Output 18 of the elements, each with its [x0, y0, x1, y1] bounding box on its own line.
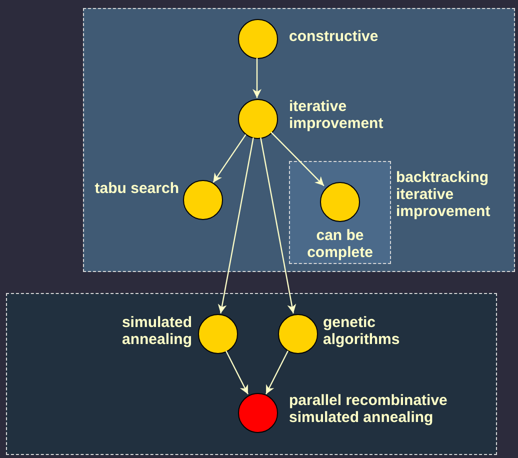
- arrow: [252, 58, 262, 98]
- region-panel: [83, 8, 515, 272]
- node-label: can be complete: [306, 227, 374, 261]
- arrow: [270, 132, 324, 186]
- arrow: [212, 134, 246, 183]
- dashed-box: [289, 161, 391, 264]
- arrow: [266, 350, 288, 394]
- node-label: genetic algorithms: [323, 314, 401, 348]
- arrow: [218, 138, 254, 314]
- node-label: parallel recombinative simulated annealing: [289, 392, 448, 426]
- node-label: iterative improvement: [289, 98, 384, 132]
- node-label: constructive: [289, 28, 380, 45]
- node-label: simulated annealing: [120, 314, 192, 348]
- region-panel: [6, 293, 497, 455]
- arrow: [260, 138, 296, 314]
- node-label: tabu search: [94, 180, 179, 197]
- node-label: backtracking iterative improvement: [396, 169, 492, 220]
- arrow: [226, 350, 248, 394]
